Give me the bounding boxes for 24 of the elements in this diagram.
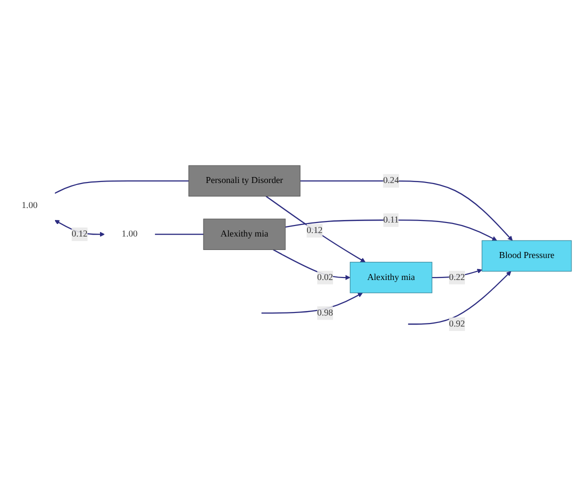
arrow bbox=[300, 180, 513, 242]
node-text: 1.00 bbox=[122, 230, 138, 240]
connector bbox=[154, 234, 204, 236]
arrow bbox=[432, 269, 482, 278]
edge-label: 0.02 bbox=[317, 272, 334, 282]
connector bbox=[54, 180, 189, 194]
edge-label: 0.22 bbox=[449, 272, 465, 282]
arrow bbox=[285, 220, 498, 242]
edge-label: 0.12 bbox=[306, 226, 323, 236]
edge-label: 0.98 bbox=[317, 308, 334, 318]
node-box: Alexithy mia bbox=[203, 219, 286, 250]
arrow bbox=[408, 271, 512, 326]
edge-label: 0.12 bbox=[72, 230, 88, 240]
edge-label: 0.92 bbox=[449, 319, 465, 330]
node-box: Personali ty Disorder bbox=[188, 166, 300, 197]
node-box: Alexithy mia bbox=[350, 262, 432, 294]
arrow bbox=[261, 293, 363, 314]
edge-label: 0.11 bbox=[383, 215, 399, 226]
arrow bbox=[266, 196, 366, 263]
arrow bbox=[272, 250, 350, 280]
node-box: Blood Pressure bbox=[482, 240, 572, 272]
node-text: 1.00 bbox=[22, 201, 38, 211]
edge-label: 0.24 bbox=[383, 176, 400, 186]
arrow bbox=[54, 220, 105, 238]
